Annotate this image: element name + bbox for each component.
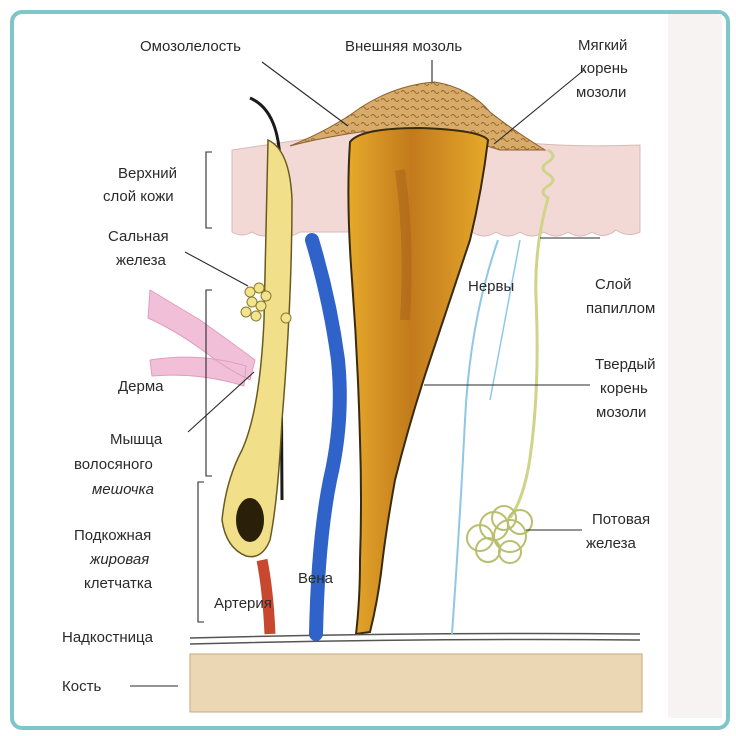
core-dark-center — [395, 169, 412, 321]
nerve-fiber-2 — [489, 239, 521, 401]
label-verkhniy-sloy-2: слой кожи — [103, 188, 174, 205]
label-sloy-papillom-1: Слой — [595, 276, 631, 293]
label-salnaya-2: железа — [116, 252, 167, 269]
label-verkhniy-sloy-1: Верхний — [118, 165, 177, 182]
label-tverdyy-1: Твердый — [595, 356, 656, 373]
label-podkozhnaya-3: клетчатка — [84, 575, 153, 592]
sebaceous-gland — [240, 282, 292, 324]
bone-block — [189, 653, 643, 713]
label-podkozhnaya-1: Подкожная — [74, 527, 151, 544]
label-myshtsa-2: волосяного — [74, 456, 153, 473]
hair-follicle — [221, 138, 293, 558]
label-vena: Вена — [298, 570, 334, 587]
label-tverdyy-3: мозоли — [596, 404, 646, 421]
artery — [256, 558, 276, 635]
label-potovaya-2: железа — [586, 535, 637, 552]
label-kost: Кость — [62, 678, 101, 695]
label-myshtsa-3: мешочка — [92, 481, 154, 498]
label-podkozhnaya-2: жировая — [89, 551, 149, 568]
label-derma: Дерма — [118, 378, 164, 395]
label-myshtsa-1: Мышца — [110, 431, 163, 448]
label-myagkiy-koren-3: мозоли — [576, 84, 626, 101]
page-edge-shadow — [668, 14, 722, 718]
leader-lines — [130, 60, 600, 687]
nerve-fiber — [451, 239, 499, 635]
hard-callus-root — [347, 126, 490, 636]
periosteum-line-2 — [189, 638, 641, 645]
label-nervy: Нервы — [468, 278, 514, 295]
hair-bulb — [236, 498, 264, 542]
sweat-gland-coil — [466, 505, 533, 564]
sweat-gland-duct — [508, 148, 555, 519]
hair-follicle-muscle — [147, 289, 256, 387]
label-arteriya: Артерия — [214, 595, 272, 612]
label-myagkiy-koren-1: Мягкий — [578, 37, 627, 54]
label-myagkiy-koren-2: корень — [580, 60, 628, 77]
labels: Омозолелость Внешняя мозоль Мягкий корен… — [62, 37, 656, 695]
periosteum-line — [189, 632, 641, 639]
label-sloy-papillom-2: папиллом — [586, 300, 655, 317]
label-tverdyy-2: корень — [600, 380, 648, 397]
label-nadkostnitsa: Надкостница — [62, 629, 154, 646]
outer-callus-crust — [289, 81, 547, 151]
label-vneshnyaya-mozol: Внешняя мозоль — [345, 38, 462, 55]
label-potovaya-1: Потовая — [592, 511, 650, 528]
vein — [305, 233, 347, 641]
label-salnaya-1: Сальная — [108, 228, 169, 245]
label-omozolelost: Омозолелость — [140, 38, 241, 55]
